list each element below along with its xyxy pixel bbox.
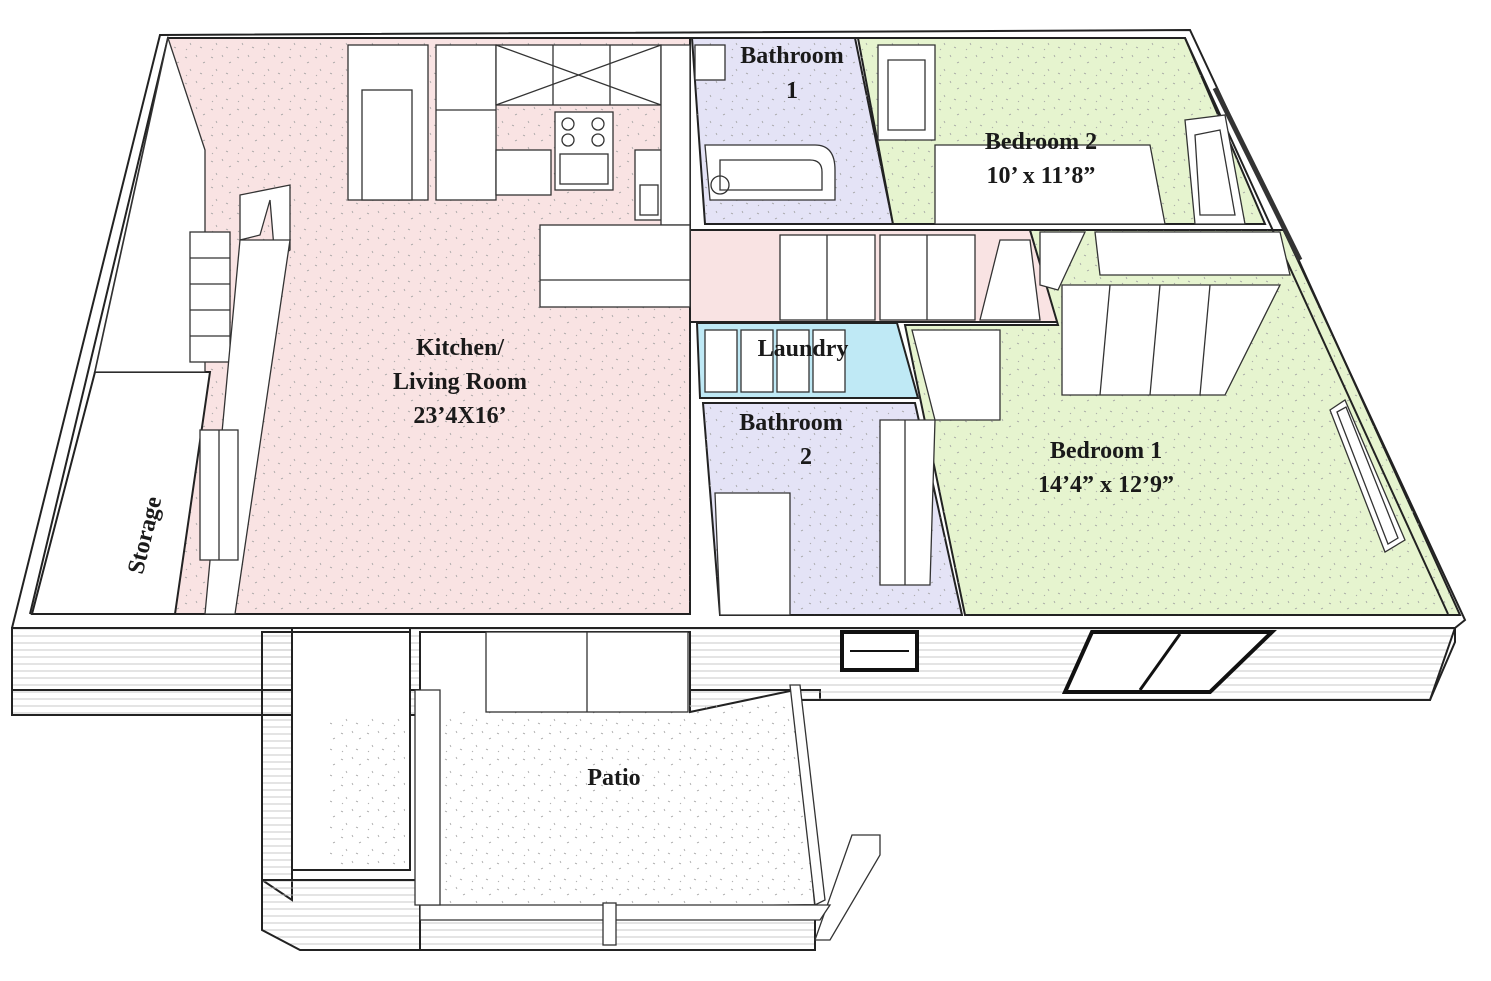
bedroom2-closet [877, 44, 1246, 225]
bedroom1-window [1061, 630, 1277, 694]
bedroom1-dimensions: 14’4” x 12’9” [1038, 472, 1174, 498]
laundry-label: Laundry [758, 336, 849, 362]
bedroom2-dimensions: 10’ x 11’8” [987, 163, 1096, 189]
bathroom2-window [840, 630, 919, 672]
bathroom1-label-line2: 1 [786, 78, 798, 104]
kitchen-living-label-line2: Living Room [393, 369, 527, 395]
laundry-doors [704, 329, 846, 393]
bedroom2-label: Bedroom 2 [985, 129, 1097, 155]
side-window [1212, 86, 1303, 262]
bathroom2-fixtures [714, 419, 936, 616]
bedroom1-floor-speck [905, 230, 1460, 615]
bedroom1-closet [911, 231, 1406, 553]
outer-wall-inner [29, 37, 1449, 615]
bedroom1-label: Bedroom 1 [1050, 438, 1162, 464]
bathroom1-label-line1: Bathroom [740, 43, 844, 69]
patio-wall-bottom [261, 879, 421, 951]
patio-sliding-door [485, 631, 689, 713]
left-wall-shelving [94, 35, 291, 615]
hall-closet-doors [779, 234, 1041, 321]
patio-wall-left [261, 631, 293, 902]
kitchen-living-dimensions: 23’4X16’ [413, 403, 506, 429]
front-wall-left [11, 627, 293, 716]
patio-closet-speck [330, 715, 405, 865]
patio-label: Patio [587, 765, 640, 791]
patio-floor-speck [430, 700, 815, 905]
kitchen-cabinets [347, 44, 691, 308]
bathroom2-label-line2: 2 [800, 444, 812, 470]
kitchen-living-label-line1: Kitchen/ [416, 335, 504, 361]
bathroom2-label-line1: Bathroom [739, 410, 843, 436]
patio-railing [414, 684, 881, 946]
bathroom1-fixtures [694, 44, 836, 201]
